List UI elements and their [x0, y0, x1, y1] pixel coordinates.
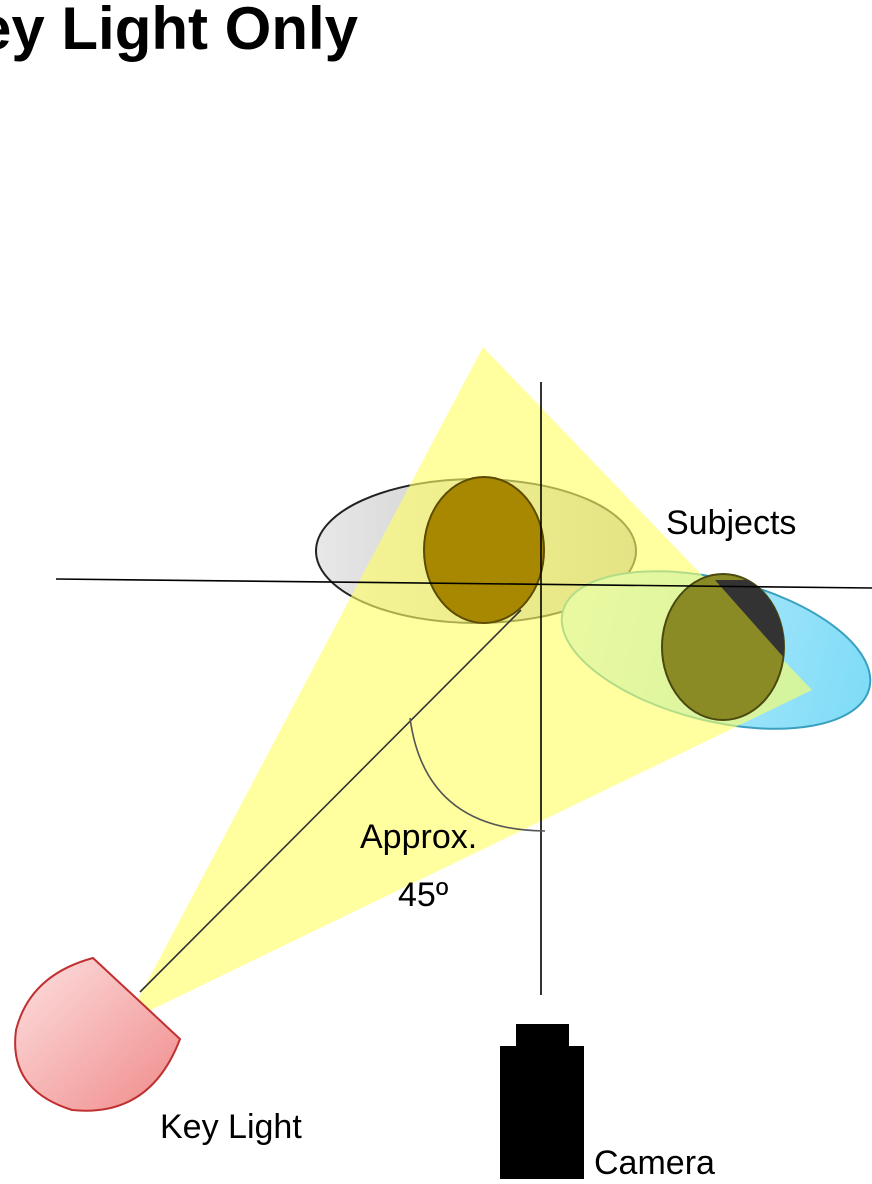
angle-label-line1: Approx. — [360, 818, 477, 856]
angle-label-line2: 45º — [398, 876, 448, 914]
subjects-label: Subjects — [666, 504, 796, 542]
camera-icon — [500, 1024, 584, 1179]
angle-arc — [409, 717, 546, 832]
horizontal-axis — [55, 578, 872, 589]
light-direction-line — [139, 609, 522, 993]
light-beam — [126, 347, 812, 1022]
subject-left-head — [423, 476, 545, 624]
key-light-icon — [14, 956, 182, 1112]
page-title: ey Light Only — [0, 0, 359, 62]
camera-label: Camera — [594, 1144, 715, 1179]
key-light-label: Key Light — [160, 1108, 302, 1146]
